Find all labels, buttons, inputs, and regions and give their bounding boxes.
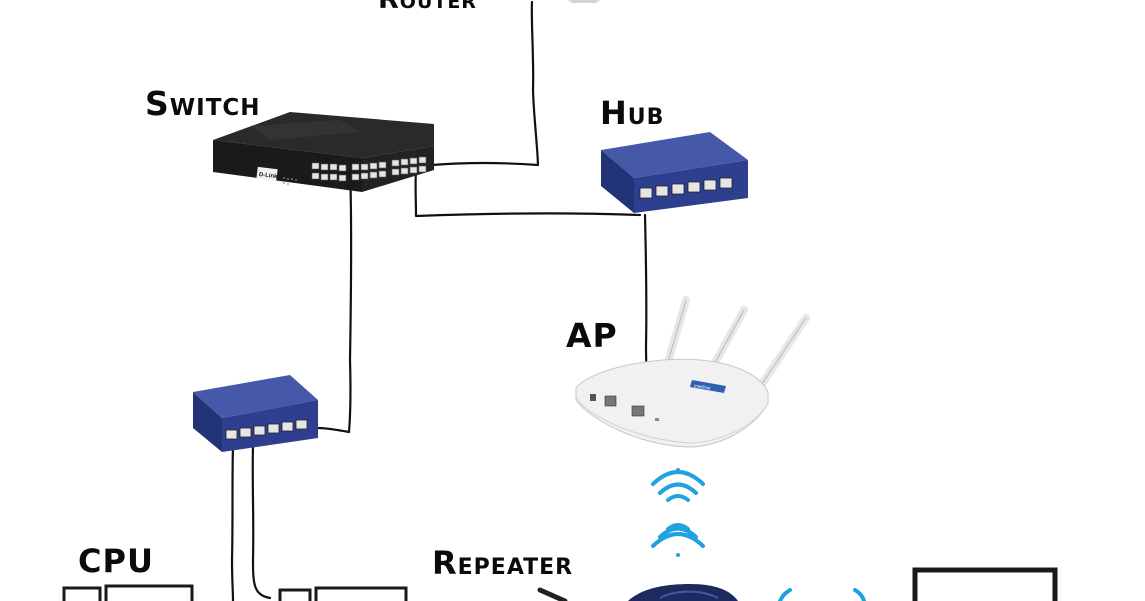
cpu-label: CPU [78,542,154,580]
router-icon [568,0,600,3]
cable-small-hub-cpu-2 [251,444,272,600]
cable-small-hub-cpu-1 [230,444,235,601]
hub-icon [601,132,748,213]
cable-router-switch [430,0,540,167]
cable-switch-small-hub [316,168,353,434]
cables [230,0,649,601]
wifi-signal-icon [651,468,705,502]
ap-label: AP [566,316,618,355]
repeater-icon [537,584,738,601]
router-label: Router [378,0,477,15]
wifi-signal-icon-3 [778,588,866,601]
switch-icon: D-Link [213,112,434,192]
access-point-icon: Intellinet [575,296,810,448]
wifi-signal-icon-2 [651,523,705,557]
small-hub-icon [193,375,318,452]
repeater-label: Repeater [432,544,574,582]
cable-switch-hub [414,168,642,218]
switch-brand-text: D-Link [258,172,278,180]
hub-label: Hub [600,94,665,132]
cpu-icon [62,584,408,601]
laptop-icon [912,567,1058,601]
ap-badge-text: Intellinet [694,383,712,391]
switch-label: Switch [145,84,261,123]
